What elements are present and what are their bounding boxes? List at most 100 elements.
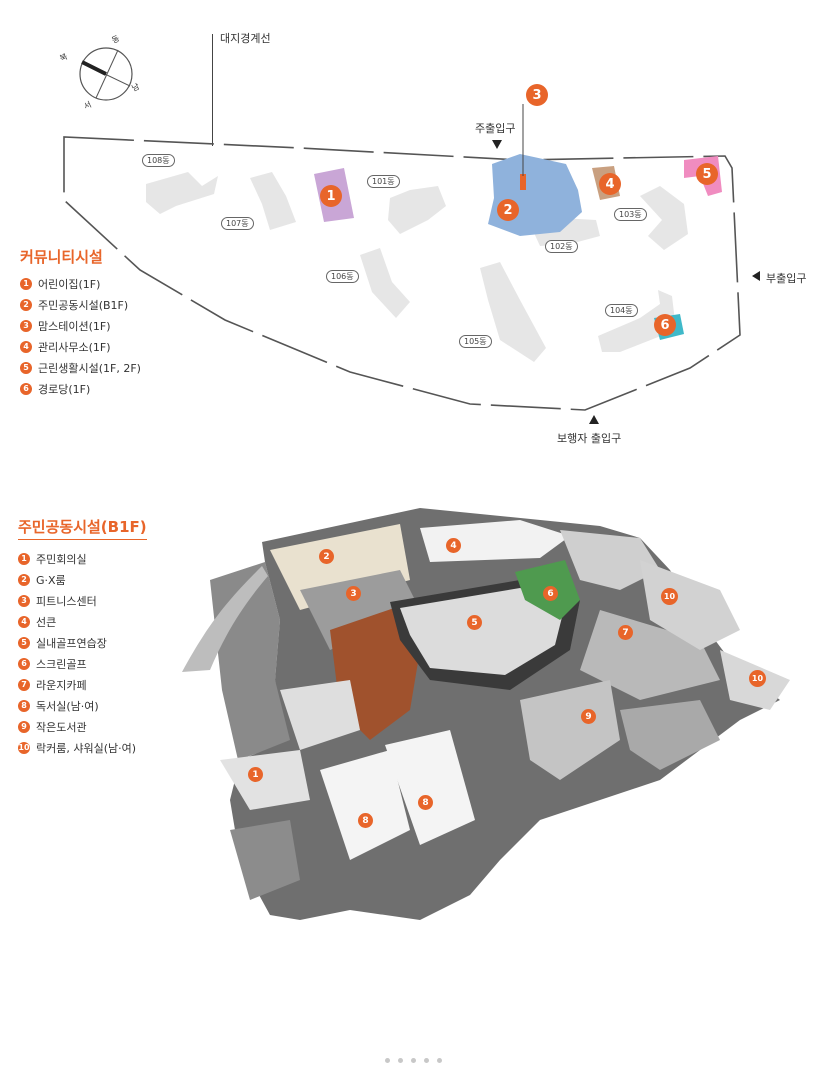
legend-item: 7 라운지카페 <box>18 674 147 695</box>
legend-label: 관리사무소(1F) <box>38 340 111 354</box>
community-legend-title: 커뮤니티시설 <box>20 248 103 266</box>
pager-dot[interactable] <box>411 1058 416 1063</box>
side-entrance-arrow <box>752 271 760 281</box>
reading-room-a <box>320 750 410 860</box>
legend-item: 6 경로당(1F) <box>20 378 141 399</box>
bldg-tag-108: 108동 <box>142 154 175 167</box>
site-marker-5: 5 <box>696 163 718 185</box>
legend-label: 근린생활시설(1F, 2F) <box>38 361 141 375</box>
legend-number: 5 <box>18 636 30 649</box>
legend-item: 4 선큰 <box>18 611 147 632</box>
b1f-legend: 주민공동시설(B1F) 1 주민회의실 2 G·X룸 3 피트니스센터 4 선큰 5 실내… <box>18 516 147 758</box>
legend-item: 4 관리사무소(1F) <box>20 336 141 357</box>
legend-number: 1 <box>20 277 32 290</box>
b1f-marker-5: 5 <box>467 615 482 630</box>
legend-label: 주민공동시설(B1F) <box>38 298 129 312</box>
legend-label: 어린이집(1F) <box>38 277 101 291</box>
legend-label: G·X룸 <box>36 573 66 587</box>
bldg-tag-106: 106동 <box>326 270 359 283</box>
b1f-marker-1: 1 <box>248 767 263 782</box>
b1f-floor-plan <box>182 508 790 920</box>
bldg-tag-103: 103동 <box>614 208 647 221</box>
moms-station-block <box>520 174 526 190</box>
site-marker-4: 4 <box>599 173 621 195</box>
legend-label: 선큰 <box>36 615 57 629</box>
legend-number: 9 <box>18 720 30 733</box>
legend-number: 8 <box>18 699 30 712</box>
legend-item: 1 어린이집(1F) <box>20 273 141 294</box>
b1f-marker-10a: 10 <box>661 588 678 605</box>
legend-item: 3 피트니스센터 <box>18 590 147 611</box>
b1f-marker-8b: 8 <box>418 795 433 810</box>
pedestrian-entrance-arrow <box>589 415 599 424</box>
pager-dot[interactable] <box>424 1058 429 1063</box>
legend-number: 10 <box>18 741 30 754</box>
bldg-tag-107: 107동 <box>221 217 254 230</box>
bldg-tag-105: 105동 <box>459 335 492 348</box>
site-marker-3: 3 <box>526 84 548 106</box>
community-legend-list: 1 어린이집(1F) 2 주민공동시설(B1F) 3 맘스테이션(1F) 4 관리사무소… <box>20 273 141 399</box>
pedestrian-entrance-label: 보행자 출입구 <box>557 432 622 445</box>
b1f-marker-7: 7 <box>618 625 633 640</box>
b1f-marker-2-visible: 2 <box>319 549 334 564</box>
carousel-pager[interactable] <box>0 1058 827 1063</box>
legend-label: 맘스테이션(1F) <box>38 319 111 333</box>
legend-number: 3 <box>18 594 30 607</box>
pager-dot[interactable] <box>437 1058 442 1063</box>
site-marker-1: 1 <box>320 185 342 207</box>
legend-number: 2 <box>18 573 30 586</box>
legend-label: 스크린골프 <box>36 657 87 671</box>
legend-number: 7 <box>18 678 30 691</box>
legend-item: 5 실내골프연습장 <box>18 632 147 653</box>
b1f-legend-list: 1 주민회의실 2 G·X룸 3 피트니스센터 4 선큰 5 실내골프연습장 6 스크린골프… <box>18 548 147 758</box>
legend-item: 8 독서실(남·여) <box>18 695 147 716</box>
b1f-marker-3: 3 <box>346 586 361 601</box>
main-entrance-label: 주출입구 <box>475 122 516 135</box>
legend-item: 2 주민공동시설(B1F) <box>20 294 141 315</box>
legend-number: 1 <box>18 552 30 565</box>
site-marker-2: 2 <box>497 199 519 221</box>
legend-label: 경로당(1F) <box>38 382 91 396</box>
legend-item: 10 락커룸, 샤워실(남·여) <box>18 737 147 758</box>
boundary-label: 대지경계선 <box>220 32 271 45</box>
b1f-marker-9: 9 <box>581 709 596 724</box>
pager-dot[interactable] <box>385 1058 390 1063</box>
legend-number: 4 <box>20 340 32 353</box>
legend-number: 2 <box>20 298 32 311</box>
legend-item: 2 G·X룸 <box>18 569 147 590</box>
b1f-marker-10b: 10 <box>749 670 766 687</box>
pager-dot[interactable] <box>398 1058 403 1063</box>
b1f-marker-4: 4 <box>446 538 461 553</box>
legend-item: 9 작은도서관 <box>18 716 147 737</box>
legend-label: 피트니스센터 <box>36 594 97 608</box>
site-marker-6: 6 <box>654 314 676 336</box>
compass-icon <box>79 47 133 101</box>
site-map: 북 동 남 서 대지경계선 108동 101동 107동 106 <box>0 0 827 460</box>
legend-label: 라운지카페 <box>36 678 87 692</box>
legend-item: 1 주민회의실 <box>18 548 147 569</box>
main-entrance-arrow <box>492 140 502 149</box>
legend-label: 독서실(남·여) <box>36 699 99 713</box>
legend-item: 5 근린생활시설(1F, 2F) <box>20 357 141 378</box>
b1f-marker-8a: 8 <box>358 813 373 828</box>
legend-item: 6 스크린골프 <box>18 653 147 674</box>
legend-label: 작은도서관 <box>36 720 87 734</box>
legend-label: 락커룸, 샤워실(남·여) <box>36 741 137 755</box>
reading-room-b <box>385 730 475 845</box>
b1f-legend-title: 주민공동시설(B1F) <box>18 516 147 540</box>
legend-number: 3 <box>20 319 32 332</box>
legend-number: 5 <box>20 361 32 374</box>
boundary-leader-line <box>212 34 213 146</box>
bldg-tag-104: 104동 <box>605 304 638 317</box>
legend-label: 실내골프연습장 <box>36 636 107 650</box>
legend-label: 주민회의실 <box>36 552 87 566</box>
bldg-tag-101: 101동 <box>367 175 400 188</box>
b1f-marker-6: 6 <box>543 586 558 601</box>
legend-number: 4 <box>18 615 30 628</box>
side-entrance-label: 부출입구 <box>766 272 807 285</box>
legend-number: 6 <box>20 382 32 395</box>
community-block <box>488 154 582 236</box>
legend-number: 6 <box>18 657 30 670</box>
bldg-tag-102: 102동 <box>545 240 578 253</box>
